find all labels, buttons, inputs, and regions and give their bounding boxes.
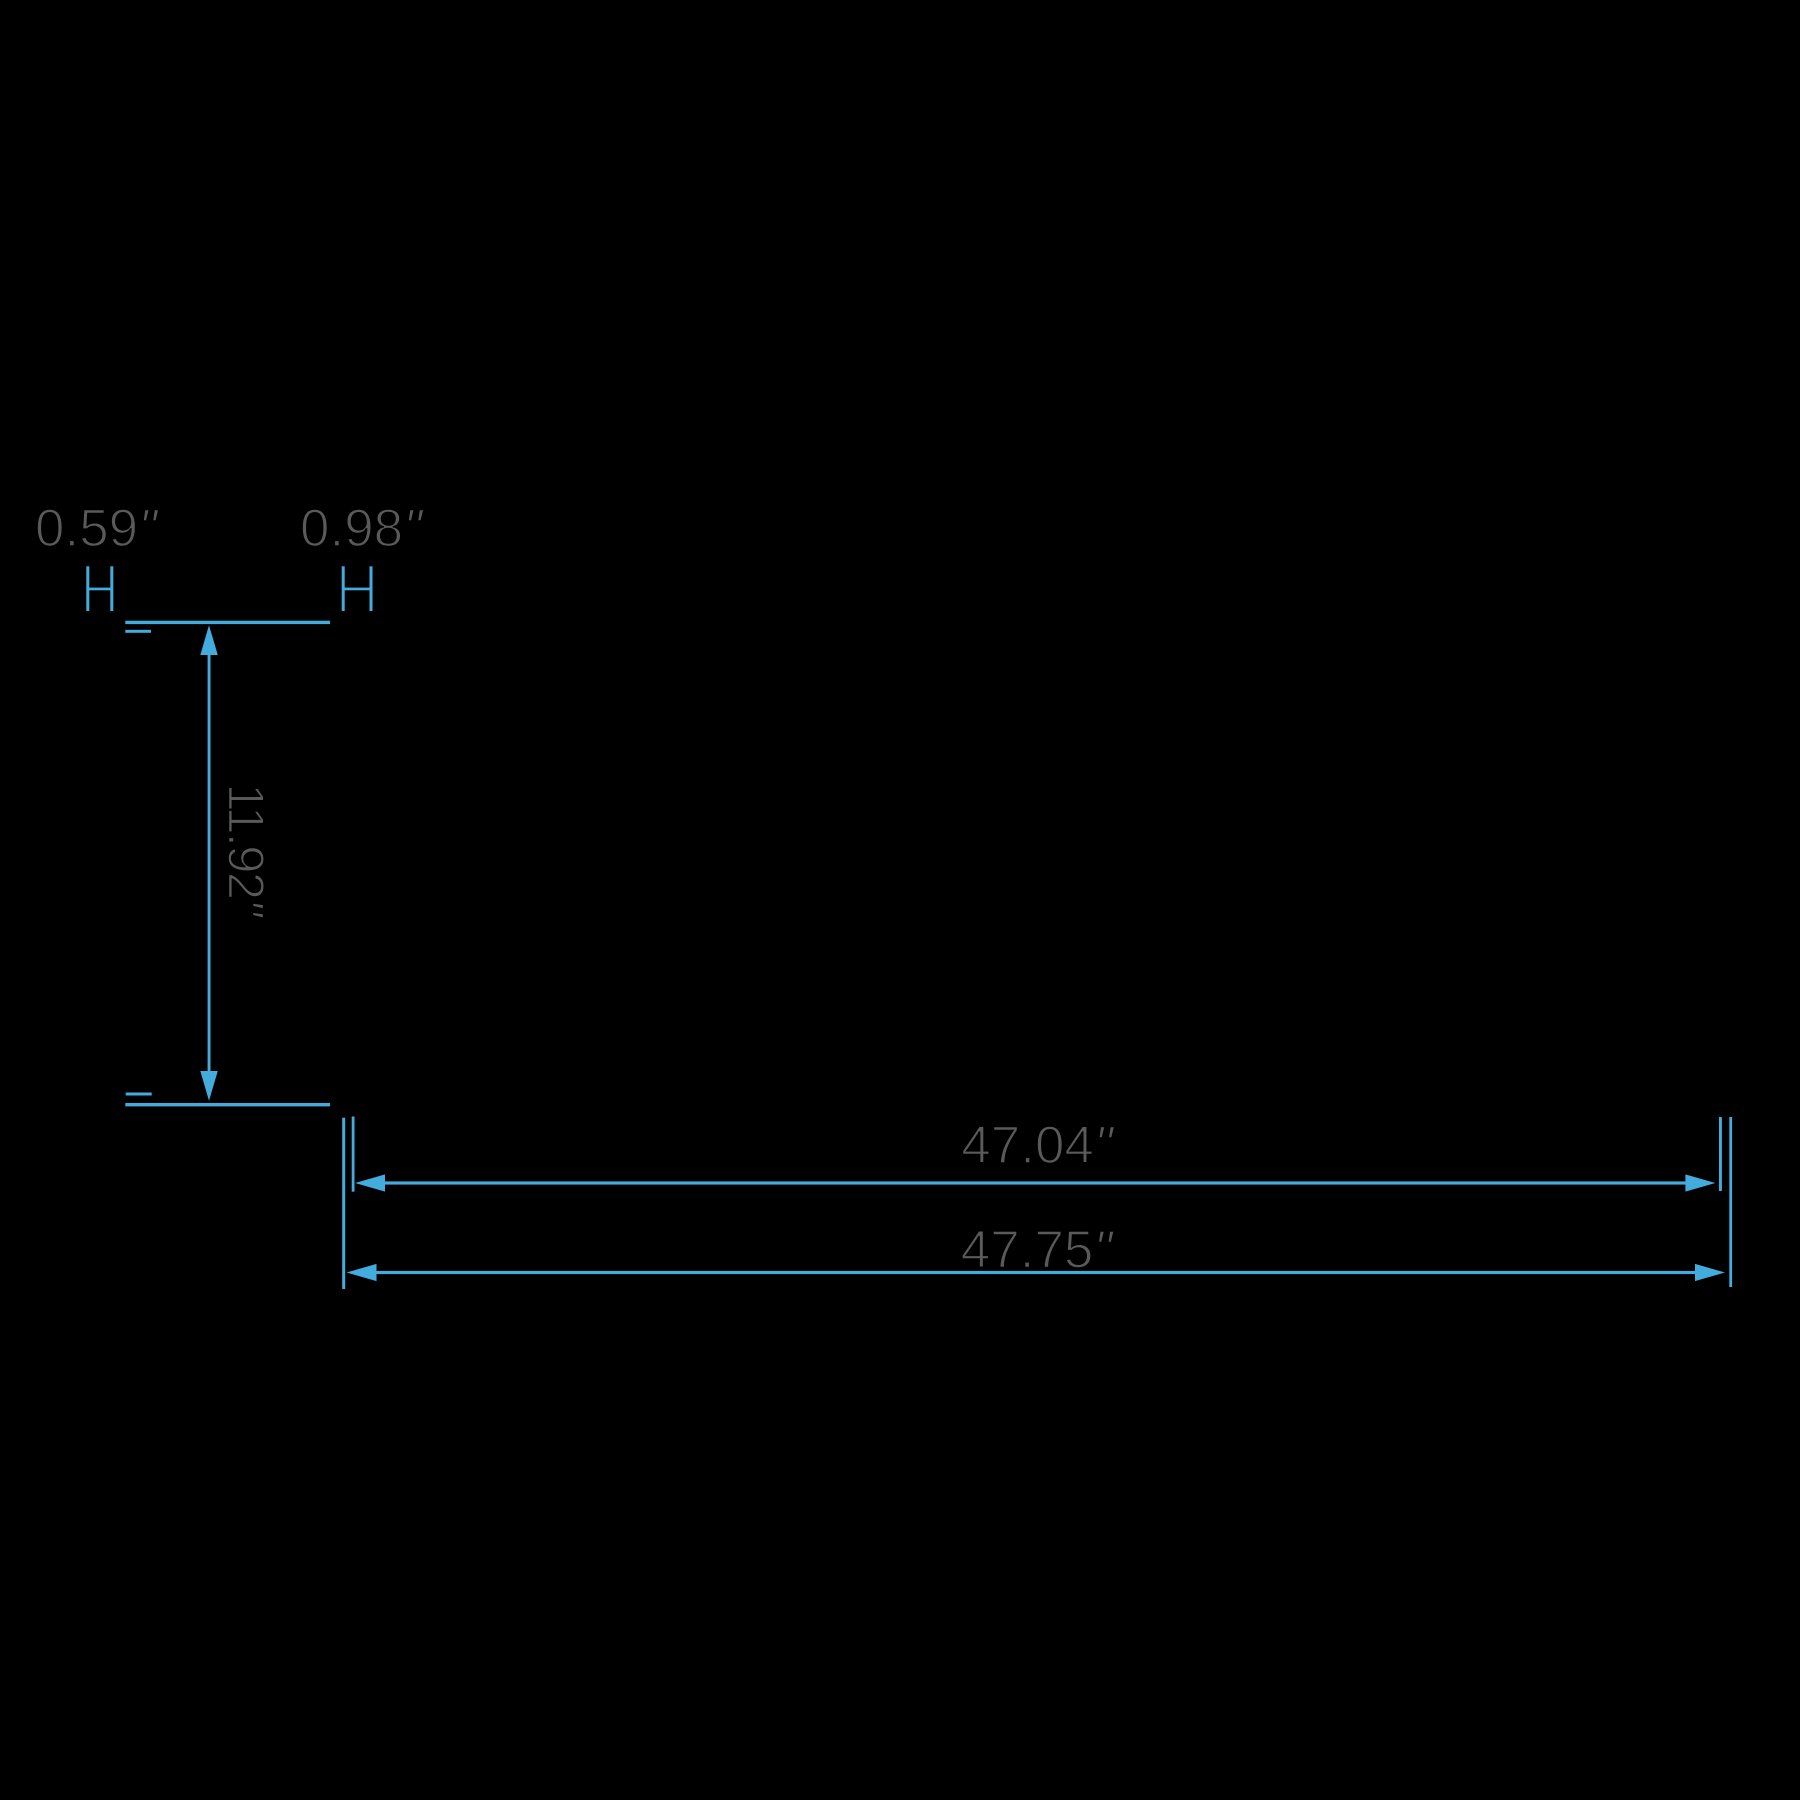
svg-text:11.92": 11.92" — [218, 783, 275, 918]
svg-text:47.04": 47.04" — [961, 1116, 1115, 1175]
svg-text:0.98": 0.98" — [300, 499, 424, 558]
svg-text:0.59": 0.59" — [35, 499, 159, 558]
svg-text:47.75": 47.75" — [961, 1221, 1115, 1280]
